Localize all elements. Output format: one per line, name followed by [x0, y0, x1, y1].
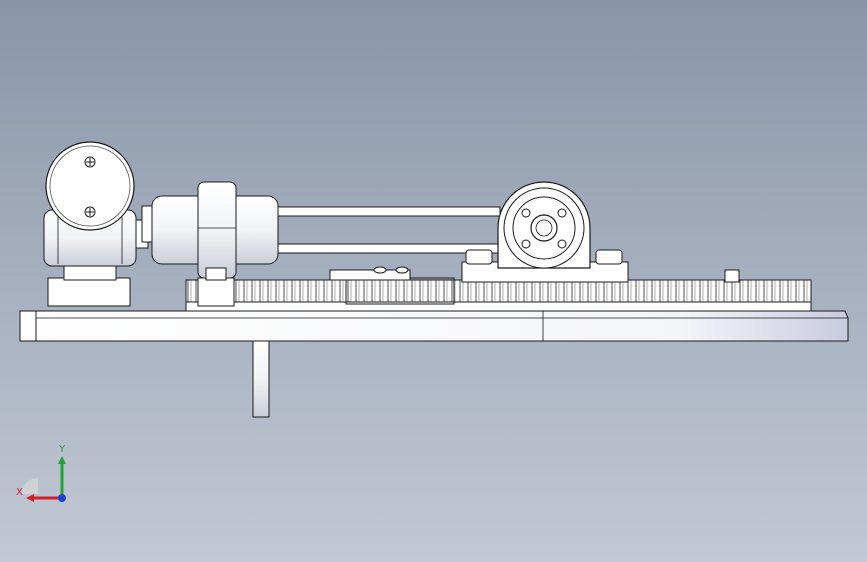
x-axis-arrowhead [26, 494, 34, 502]
gear-rack[interactable] [185, 266, 812, 312]
x-axis-label: X [16, 487, 23, 498]
support-post[interactable] [252, 340, 270, 418]
base-plate[interactable] [19, 310, 849, 342]
y-axis-label: Y [58, 444, 66, 455]
z-axis-dot [58, 494, 66, 502]
hydraulic-cylinder[interactable] [141, 181, 501, 307]
gear-motor[interactable] [43, 141, 149, 307]
pillow-block-bearing[interactable] [461, 181, 629, 283]
triad-plane-shading [22, 478, 38, 494]
y-axis-arrowhead [58, 456, 66, 464]
orientation-triad: Y X [16, 444, 66, 502]
